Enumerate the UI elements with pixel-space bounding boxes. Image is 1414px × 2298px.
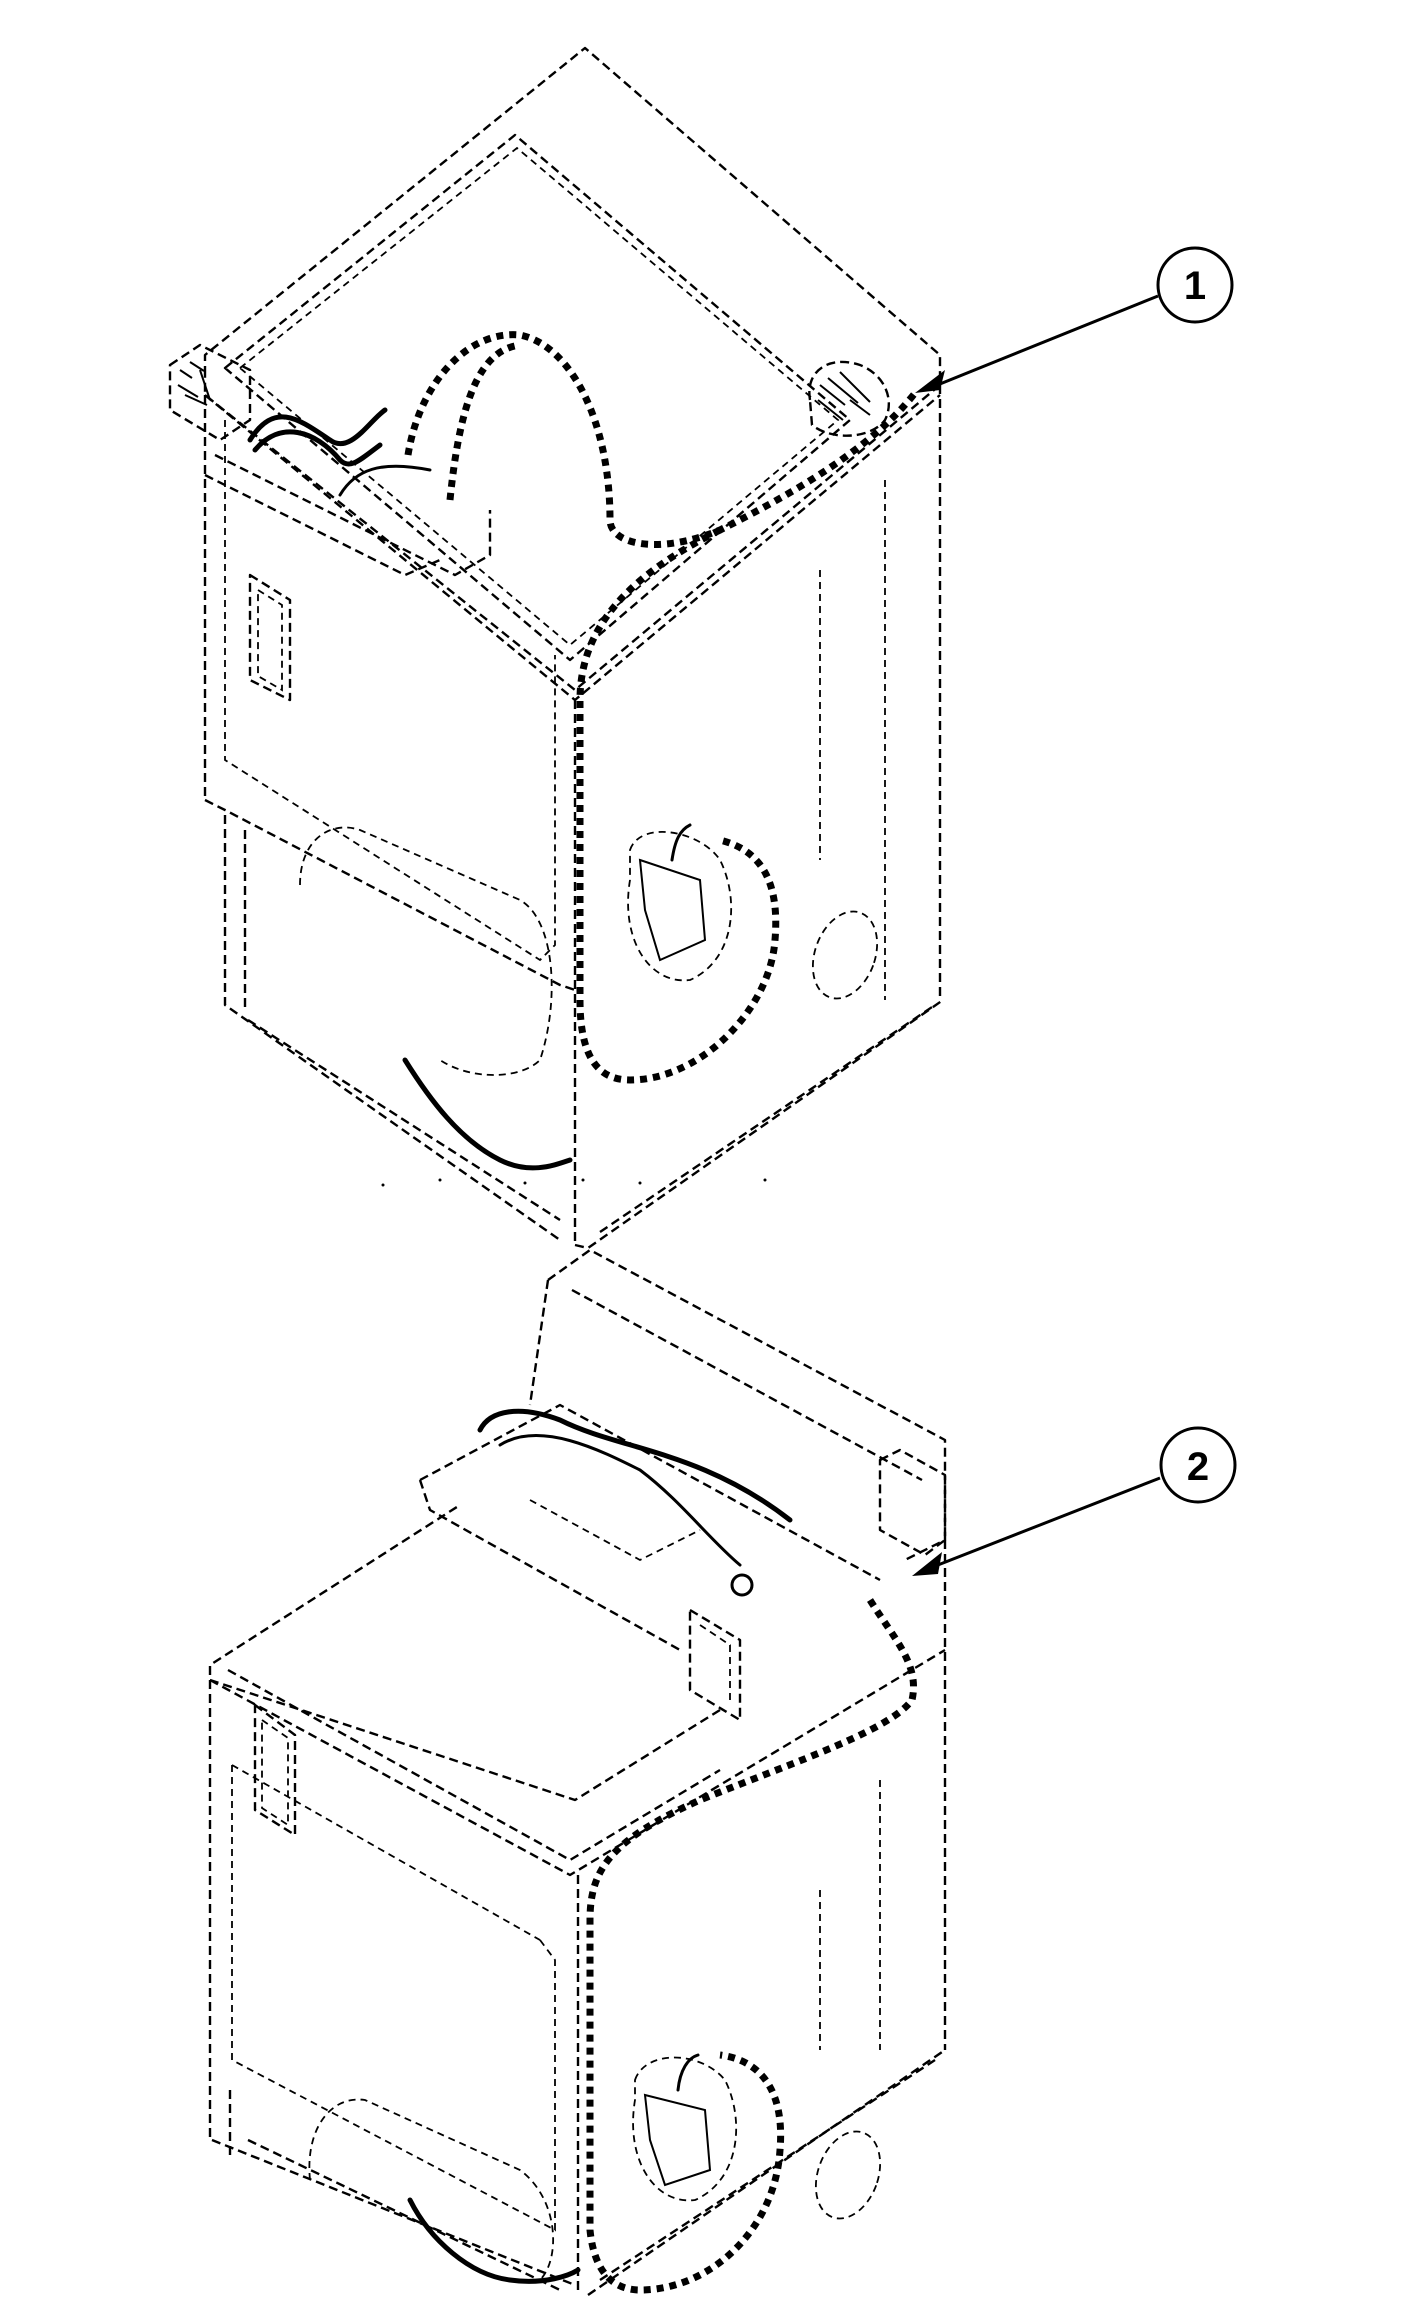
leader-line-1 [924,294,1159,392]
callout-circle-2 [1159,1426,1237,1504]
separator-dots [381,1178,767,1187]
leader-line-2 [919,1476,1161,1574]
callout-1: 1 [915,246,1234,393]
control-console-1 [168,343,492,577]
arrowhead-1 [915,370,945,393]
harness-route-2 [586,1598,917,2294]
control-console-2 [418,1248,947,1722]
drive-motor-1 [627,823,733,982]
arrowhead-2 [912,1552,942,1576]
drive-motor-2 [632,2053,738,2202]
terminal-block-1 [808,360,890,437]
dryer-illustration-1 [168,46,944,1250]
callout-number-2: 2 [1187,1445,1209,1489]
dryer-illustration-2 [208,1248,947,2296]
callout-circle-1 [1156,246,1234,324]
callout-number-1: 1 [1184,264,1206,308]
harness-route-1 [404,331,918,548]
callout-2: 2 [912,1426,1237,1576]
